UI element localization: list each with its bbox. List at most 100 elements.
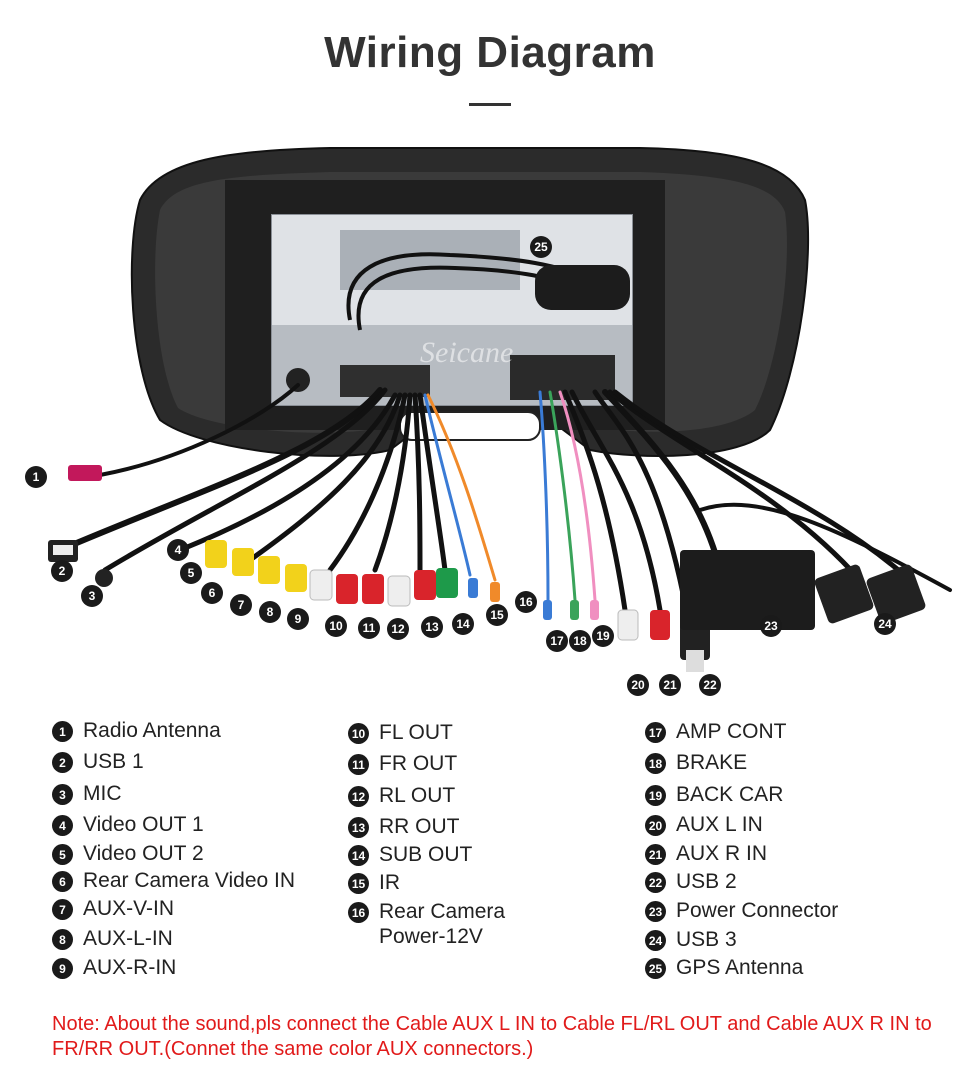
number-badge: 19 <box>645 785 666 806</box>
callout-badge: 9 <box>287 608 309 630</box>
callout-badge: 7 <box>230 594 252 616</box>
callout-badge: 13 <box>421 616 443 638</box>
legend-label: AUX L IN <box>676 813 763 836</box>
callout-badge: 25 <box>530 236 552 258</box>
callout-badge: 2 <box>51 560 73 582</box>
svg-text:8: 8 <box>267 605 274 619</box>
legend-item: 4 Video OUT 1 <box>52 812 204 838</box>
number-badge: 20 <box>645 815 666 836</box>
legend-label: BACK CAR <box>676 783 784 806</box>
legend-label: RR OUT <box>379 815 460 838</box>
callout-badges: 1 2 3 4 5 6 7 8 9 10 11 12 13 14 15 16 1… <box>25 236 896 696</box>
callout-badge: 19 <box>592 625 614 647</box>
svg-text:11: 11 <box>363 621 376 635</box>
svg-text:3: 3 <box>89 589 96 603</box>
legend-item: 11 FR OUT <box>348 751 457 777</box>
number-badge: 9 <box>52 958 73 979</box>
svg-text:2: 2 <box>59 564 66 578</box>
svg-text:21: 21 <box>663 678 677 692</box>
legend-label: USB 2 <box>676 870 737 893</box>
number-badge: 7 <box>52 899 73 920</box>
svg-text:14: 14 <box>456 617 470 631</box>
legend-label: IR <box>379 871 400 894</box>
callout-badge: 20 <box>627 674 649 696</box>
legend-item: 20 AUX L IN <box>645 812 763 838</box>
number-badge: 1 <box>52 721 73 742</box>
svg-text:7: 7 <box>238 598 245 612</box>
legend-item: 7 AUX-V-IN <box>52 896 174 922</box>
svg-text:25: 25 <box>534 240 548 254</box>
callout-badge: 17 <box>546 630 568 652</box>
legend-label: MIC <box>83 782 122 805</box>
callout-badge: 24 <box>874 613 896 635</box>
svg-text:18: 18 <box>573 634 587 648</box>
legend-item: 12 RL OUT <box>348 783 455 809</box>
svg-text:4: 4 <box>175 543 182 557</box>
number-badge: 21 <box>645 844 666 865</box>
number-badge: 11 <box>348 754 369 775</box>
legend-label: AUX-V-IN <box>83 897 175 920</box>
wiring-diagram: Seicane <box>25 147 952 696</box>
legend-item: 6 Rear Camera Video IN <box>52 868 295 894</box>
callout-badge: 8 <box>259 601 281 623</box>
svg-text:13: 13 <box>425 620 439 634</box>
number-badge: 25 <box>645 958 666 979</box>
legend-item: 15 IR <box>348 870 400 896</box>
legend-label: FL OUT <box>379 721 453 744</box>
svg-text:1: 1 <box>33 470 40 484</box>
callout-badge: 18 <box>569 630 591 652</box>
callout-badge: 21 <box>659 674 681 696</box>
legend-item: 25 GPS Antenna <box>645 955 803 981</box>
svg-text:19: 19 <box>596 629 610 643</box>
callout-badge: 6 <box>201 582 223 604</box>
callout-badge: 23 <box>760 615 782 637</box>
legend-label: GPS Antenna <box>676 956 804 979</box>
legend-label: AMP CONT <box>676 720 787 743</box>
legend-item: 22 USB 2 <box>645 869 737 895</box>
callout-badge: 10 <box>325 615 347 637</box>
legend-label: USB 3 <box>676 928 737 951</box>
legend-item: 17 AMP CONT <box>645 719 786 745</box>
svg-text:16: 16 <box>519 595 533 609</box>
legend-label: Radio Antenna <box>83 719 221 742</box>
svg-text:22: 22 <box>703 678 717 692</box>
svg-text:9: 9 <box>295 612 302 626</box>
number-badge: 15 <box>348 873 369 894</box>
number-badge: 13 <box>348 817 369 838</box>
number-badge: 12 <box>348 786 369 807</box>
number-badge: 14 <box>348 845 369 866</box>
watermark-text: Seicane <box>420 336 513 369</box>
number-badge: 18 <box>645 753 666 774</box>
callout-badge: 5 <box>180 562 202 584</box>
gps-antenna <box>346 252 630 331</box>
legend-label: FR OUT <box>379 752 458 775</box>
legend-label: Rear Camera Video IN <box>83 869 296 892</box>
svg-text:24: 24 <box>878 617 892 631</box>
legend-item: 19 BACK CAR <box>645 782 783 808</box>
legend-label: USB 1 <box>83 750 144 773</box>
legend-item: 10 FL OUT <box>348 720 453 746</box>
number-badge: 4 <box>52 815 73 836</box>
legend-label: Video OUT 1 <box>83 813 204 836</box>
number-badge: 22 <box>645 872 666 893</box>
number-badge: 10 <box>348 723 369 744</box>
legend-label: RL OUT <box>379 784 456 807</box>
callout-badge: 12 <box>387 618 409 640</box>
svg-text:17: 17 <box>550 634 564 648</box>
callout-badge: 14 <box>452 613 474 635</box>
number-badge: 6 <box>52 871 73 892</box>
number-badge: 17 <box>645 722 666 743</box>
svg-text:6: 6 <box>209 586 216 600</box>
callout-badge: 11 <box>358 617 380 639</box>
legend-item: 13 RR OUT <box>348 814 460 840</box>
callout-badge: 22 <box>699 674 721 696</box>
svg-text:5: 5 <box>188 566 195 580</box>
